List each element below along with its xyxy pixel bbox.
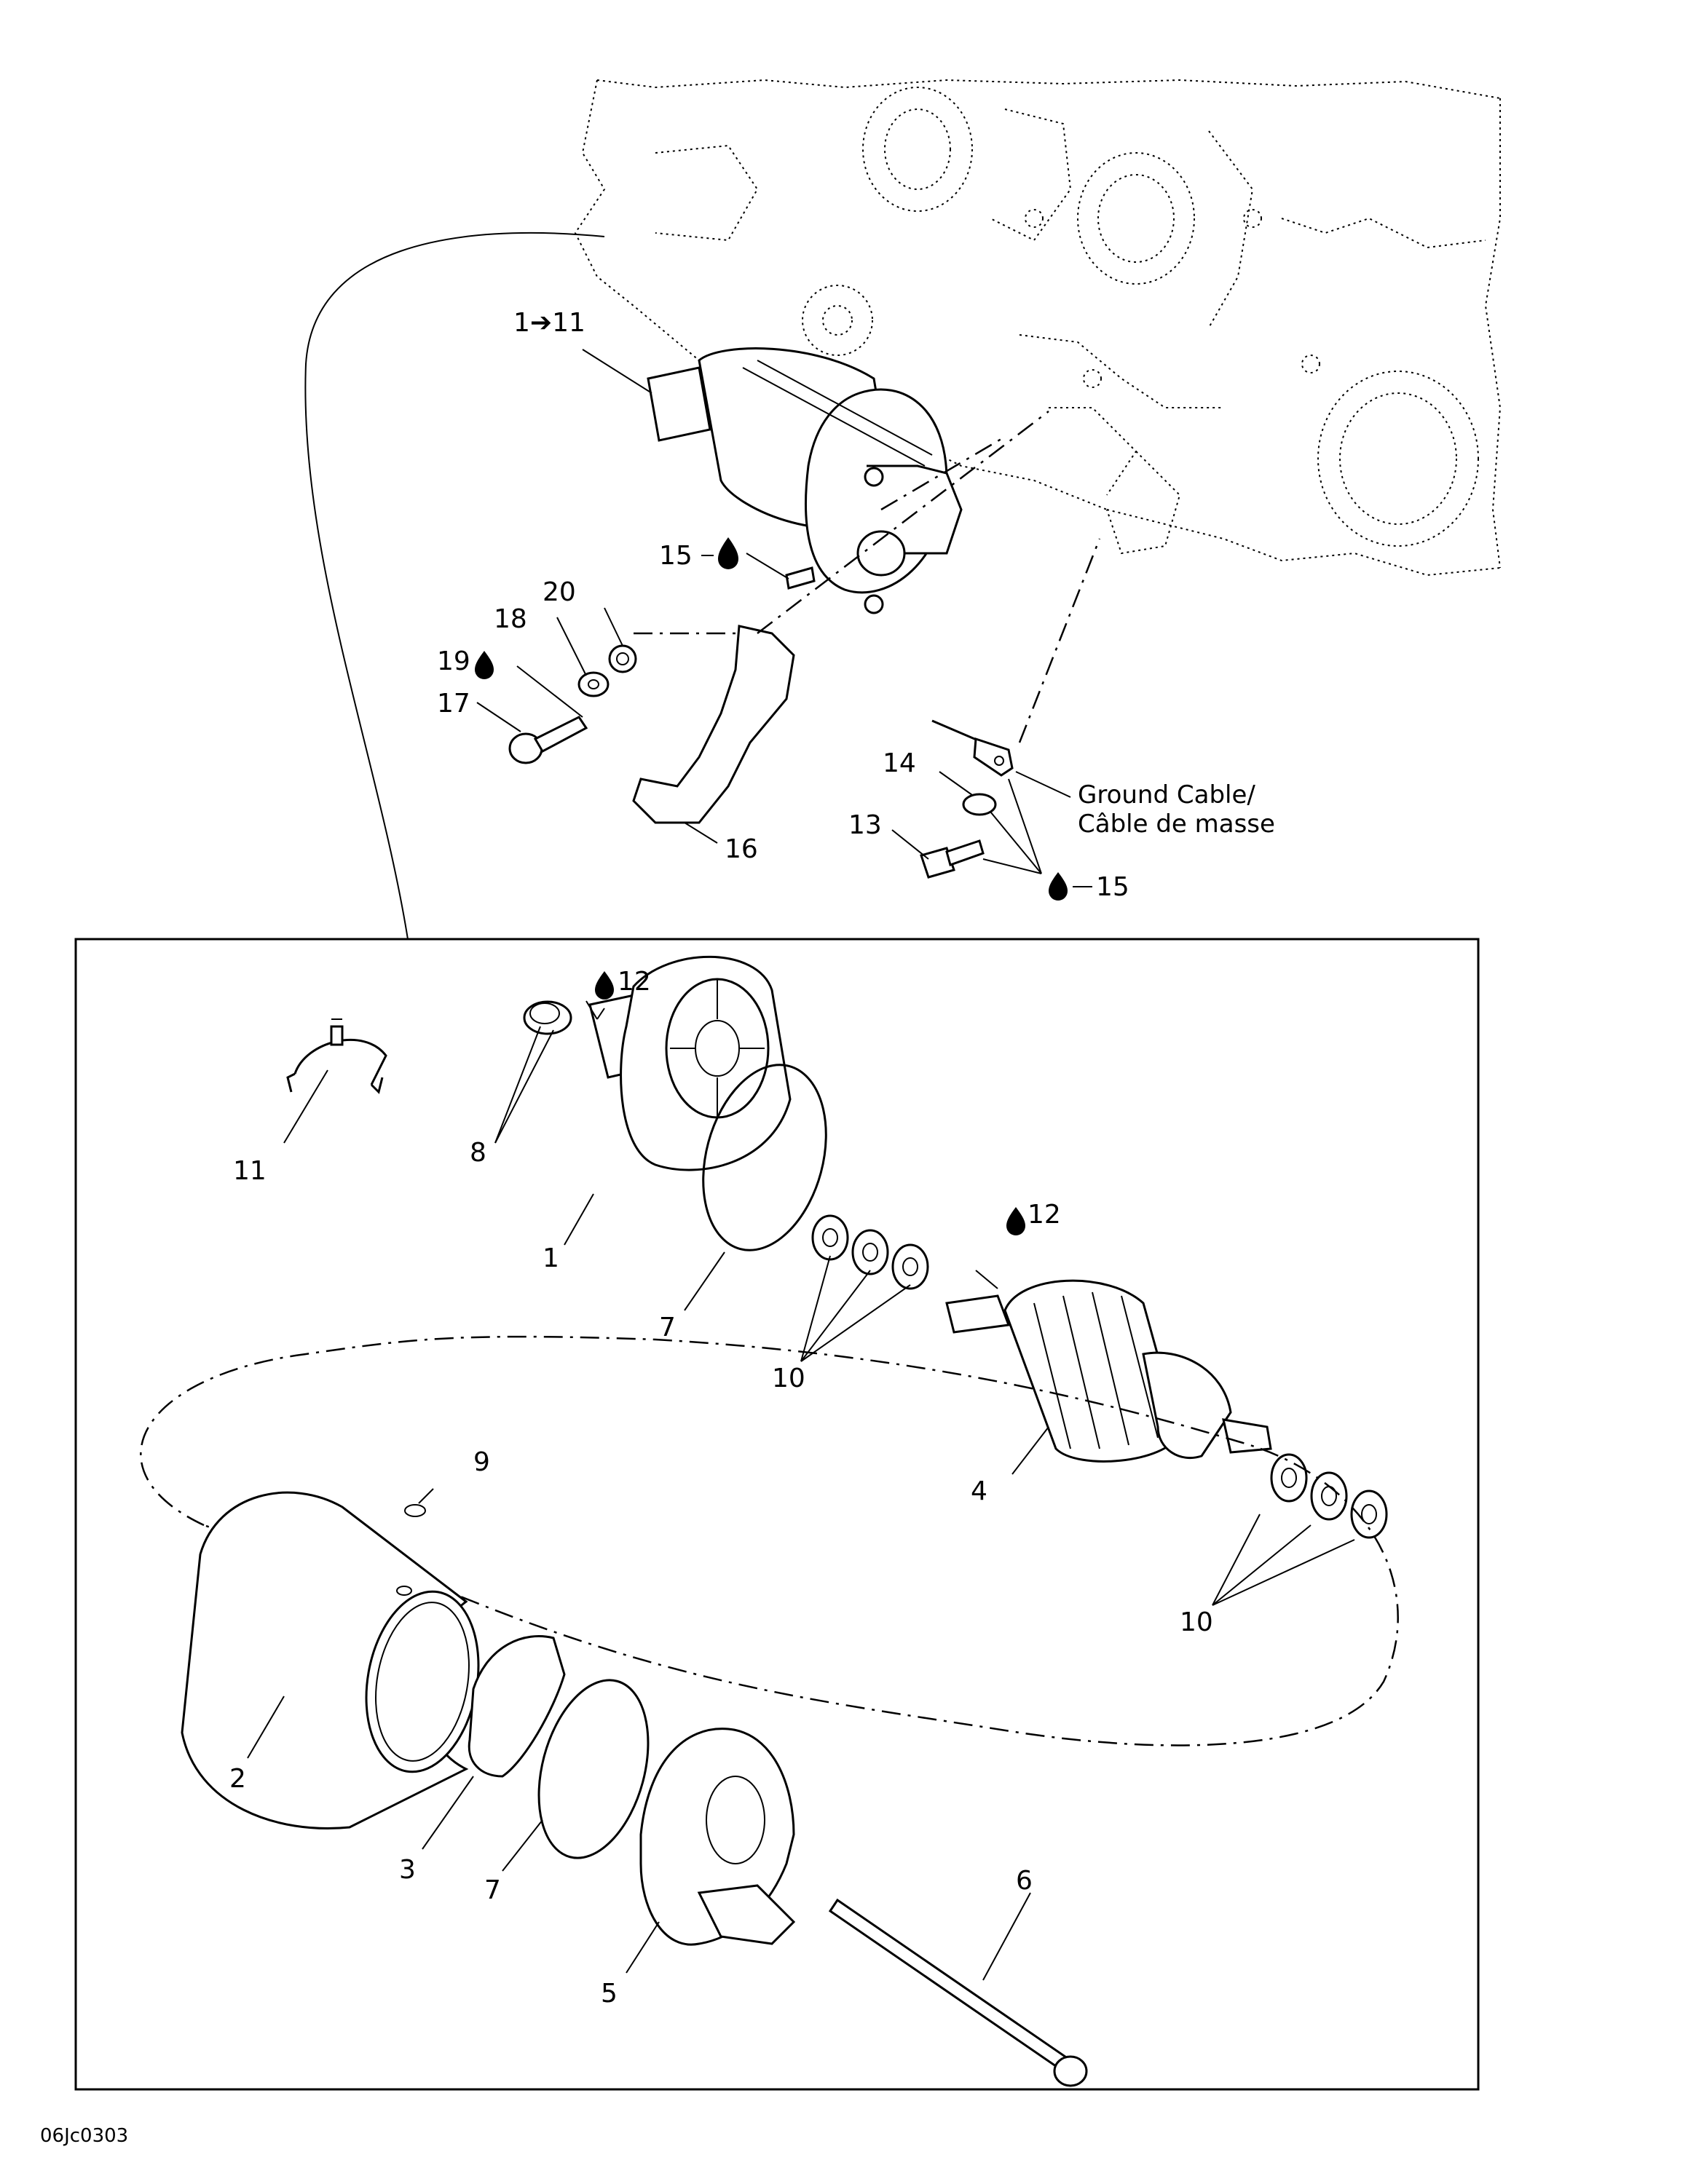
top-leader-lines (476, 349, 1071, 874)
label-10-top: 10 (772, 1364, 805, 1393)
label-12-top: 12 (618, 967, 651, 997)
part-8-bushing (523, 1000, 572, 1035)
label-7-top: 7 (659, 1313, 676, 1342)
part-5-rear-housing (639, 1728, 796, 1946)
part-20-nut (608, 644, 637, 673)
ground-cable-label-fr: Câble de masse (1078, 810, 1275, 839)
part-7-o-ring-bottom (537, 1679, 650, 1859)
part-13-bolt (920, 839, 985, 879)
lubricant-drop-icon (1006, 1207, 1025, 1235)
part-1-front-housing (588, 955, 792, 1171)
starter-assembled (647, 347, 963, 614)
alignment-line (880, 435, 1006, 511)
part-7-o-ring-top (702, 1064, 827, 1251)
figure-code: 06Jc0303 (40, 2125, 128, 2147)
label-19: 19 (437, 646, 470, 676)
part-18-washer (577, 671, 610, 697)
label-12-mid: 12 (1028, 1200, 1061, 1230)
label-3: 3 (399, 1855, 416, 1885)
label-5: 5 (601, 1979, 618, 2009)
lubricant-drop-icon (718, 537, 738, 569)
label-11: 11 (233, 1156, 267, 1186)
part-6-through-bolt (828, 1898, 1088, 2087)
label-2: 2 (229, 1764, 246, 1794)
label-9: 9 (473, 1447, 490, 1477)
lubricant-drop-icon (475, 651, 494, 679)
label-16: 16 (725, 834, 758, 864)
label-14: 14 (883, 748, 916, 778)
part-3-brush-plate (468, 1635, 566, 1778)
label-7-bottom: 7 (484, 1875, 501, 1905)
engine-block-outline (574, 79, 1502, 577)
inset-leader-lines (247, 1000, 1355, 1981)
part-14-washer (962, 793, 997, 816)
assembly-loop-line (140, 1335, 1399, 1746)
label-17: 17 (437, 689, 470, 719)
label-6: 6 (1016, 1866, 1033, 1896)
label-20: 20 (543, 577, 576, 607)
label-13: 13 (848, 810, 882, 840)
ground-cable (931, 719, 1014, 777)
alignment-line (1018, 538, 1101, 743)
part-11-brush-holder (286, 1018, 387, 1094)
lubricant-drop-icon (1049, 872, 1068, 901)
part-10-washers-bottom (1270, 1453, 1388, 1539)
ground-cable-label-en: Ground Cable/ (1078, 780, 1255, 810)
part-10-washers-top (811, 1214, 929, 1290)
label-1: 1 (543, 1243, 559, 1273)
part-2-yoke (181, 1491, 480, 1829)
label-15-right: 15 (1096, 872, 1129, 902)
part-9-plug (404, 1504, 426, 1517)
part-16-bracket (632, 625, 795, 824)
label-4: 4 (971, 1476, 987, 1506)
label-assembly-1-11: 1➔11 (513, 308, 585, 338)
alignment-line (757, 411, 1049, 634)
part-4-armature (945, 1279, 1272, 1463)
label-10-bottom: 10 (1180, 1607, 1213, 1637)
lubricant-drop-icon (595, 971, 614, 1000)
detail-callout-curve (304, 232, 605, 940)
label-8: 8 (470, 1138, 486, 1168)
label-15-top: 15 (659, 541, 693, 571)
label-18: 18 (494, 604, 527, 634)
detail-frame (74, 938, 1480, 2091)
part-17-bolt (508, 716, 588, 764)
